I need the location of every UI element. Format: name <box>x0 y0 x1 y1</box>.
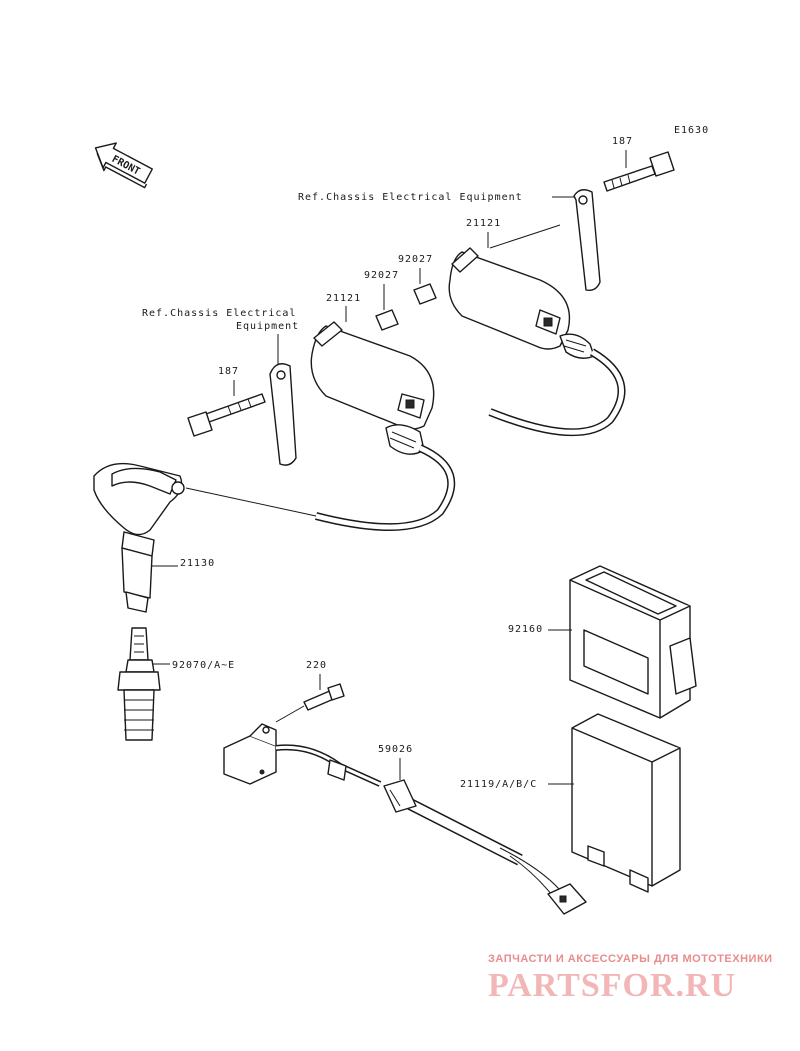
label-igniter: 21119/A/B/C <box>460 779 537 790</box>
spark-plug <box>117 627 161 741</box>
bolt-upper <box>603 151 675 192</box>
label-bolt-sensor: 220 <box>306 660 327 671</box>
front-arrow-icon: FRONT <box>94 142 153 189</box>
label-spark-plug: 92070/A~E <box>172 660 235 671</box>
label-ref-lower-1: Ref.Chassis Electrical <box>142 308 296 319</box>
harness-clamp <box>383 779 417 813</box>
label-bolt-upper: 187 <box>612 136 633 147</box>
bolt-sensor <box>303 683 345 711</box>
label-collar-lower: 92027 <box>364 270 399 281</box>
bolt-lower <box>187 393 266 437</box>
watermark-brand: PARTSFOR.RU <box>488 967 736 1004</box>
label-coil-lower: 21121 <box>326 293 361 304</box>
bracket-strap-upper <box>573 189 601 292</box>
igniter-unit <box>571 713 681 893</box>
collar-upper <box>413 283 437 305</box>
label-plug-cap: 21130 <box>180 558 215 569</box>
ignition-coil-upper <box>448 247 595 359</box>
label-bolt-lower: 187 <box>218 366 239 377</box>
harness-connector <box>547 883 587 915</box>
igniter-cover <box>569 565 697 719</box>
ignition-coil-lower <box>310 321 435 455</box>
label-cover: 92160 <box>508 624 543 635</box>
spark-plug-cap <box>93 462 185 613</box>
pickup-sensor <box>223 723 277 785</box>
watermark-tagline: ЗАПЧАСТИ И АКСЕССУАРЫ ДЛЯ МОТОТЕХНИКИ <box>488 953 773 965</box>
diagram-code: E1630 <box>674 125 709 136</box>
label-collar-upper: 92027 <box>398 254 433 265</box>
label-ref-lower-2: Equipment <box>236 321 299 332</box>
bracket-strap-lower <box>269 363 297 466</box>
coil-wire-lower <box>315 444 456 531</box>
label-coil-upper: 21121 <box>466 218 501 229</box>
collar-lower <box>375 309 399 331</box>
label-ref-upper: Ref.Chassis Electrical Equipment <box>298 192 523 203</box>
label-clamp: 59026 <box>378 744 413 755</box>
